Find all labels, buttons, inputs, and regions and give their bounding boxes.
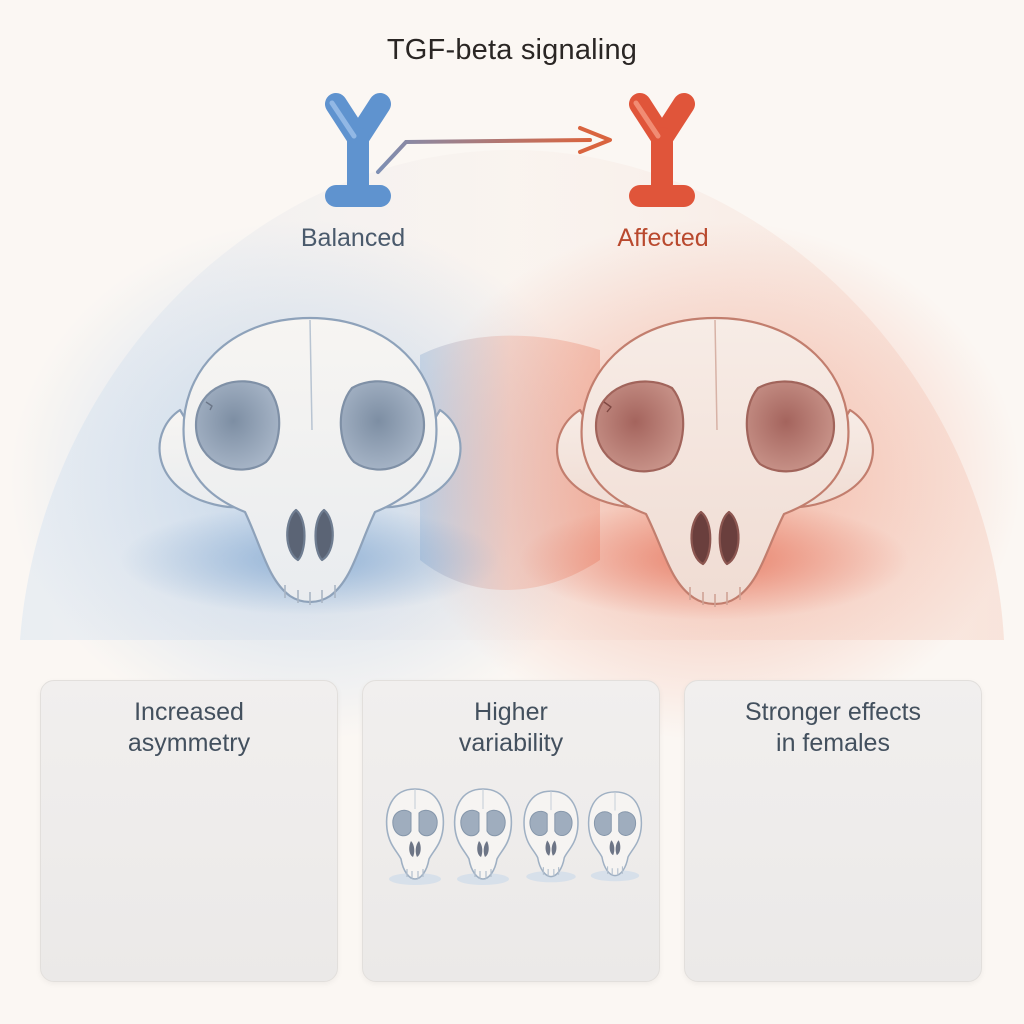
- signal-arrow-icon: [376, 126, 612, 174]
- panel-females-line2: in females: [776, 729, 890, 757]
- small-skull-2: [453, 788, 513, 885]
- panel-asymmetry-title: Increased asymmetry: [41, 697, 337, 759]
- small-skull-4: [587, 791, 643, 882]
- small-skull-3: [523, 790, 579, 883]
- panel-females-line1: Stronger effects: [744, 698, 922, 726]
- panel-variability: Higher variability: [362, 680, 660, 982]
- skull-row: [385, 788, 643, 885]
- panel-asymmetry-line2: asymmetry: [127, 729, 251, 757]
- panel-females-title: Stronger effects in females: [685, 697, 981, 759]
- receptor-blue-icon: [325, 93, 391, 207]
- skull-affected: [555, 316, 875, 607]
- skull-balanced: [158, 316, 462, 605]
- panel-variability-line2: variability: [458, 729, 564, 757]
- small-skull-1: [385, 788, 445, 885]
- diagram-title: TGF-beta signaling: [386, 34, 638, 66]
- receptor-red-icon: [629, 93, 695, 207]
- panel-asymmetry-line1: Increased: [134, 698, 244, 726]
- panel-females: Stronger effects in females: [684, 680, 982, 982]
- panel-variability-line1: Higher: [474, 698, 548, 726]
- balanced-label: Balanced: [300, 224, 406, 252]
- affected-label: Affected: [617, 224, 709, 252]
- panel-asymmetry: Increased asymmetry: [40, 680, 338, 982]
- panel-variability-title: Higher variability: [363, 697, 659, 759]
